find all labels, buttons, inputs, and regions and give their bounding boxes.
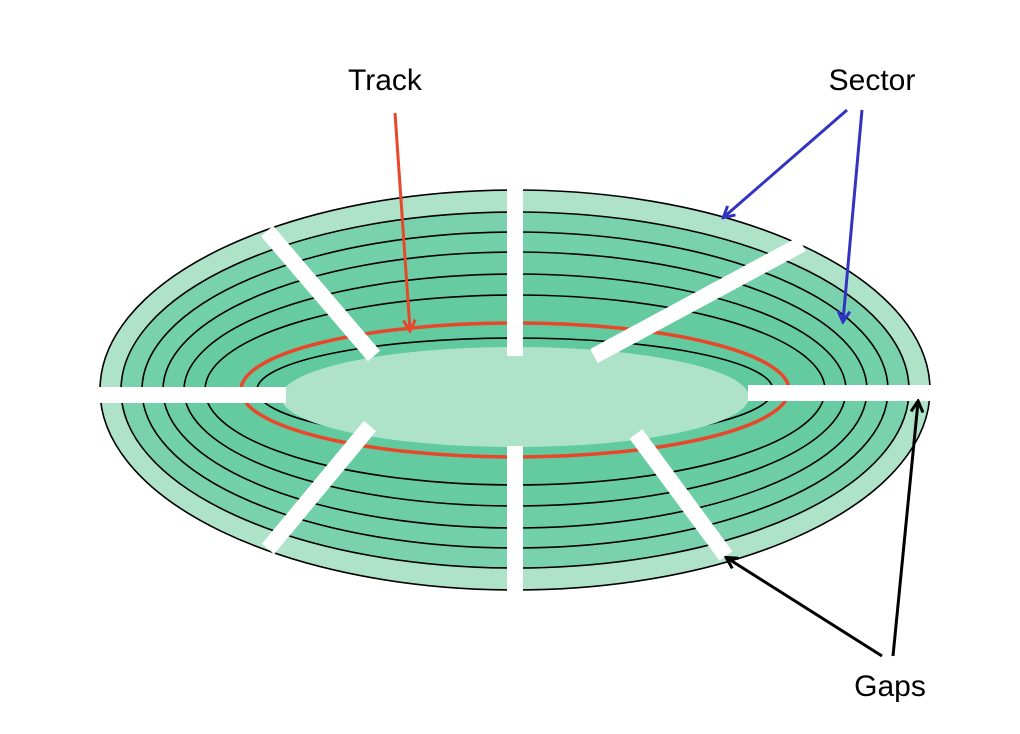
sector-arrow-inner: [843, 109, 864, 321]
sector-label: Sector: [829, 64, 916, 97]
gap-upper-left: [260, 225, 381, 362]
gap-upper-right: [590, 236, 806, 364]
track-label: Track: [348, 64, 423, 97]
gaps-arrow-right: [891, 402, 918, 657]
gap-lower-right: [629, 429, 733, 561]
disk-hub: [281, 347, 749, 447]
sector-arrow-outer: [724, 108, 848, 217]
gap-lower-left: [261, 420, 377, 555]
track-arrow: [393, 112, 410, 330]
gaps-label: Gaps: [854, 670, 926, 703]
gaps-arrow-lower: [727, 558, 883, 658]
sector-gaps: [98, 188, 932, 592]
